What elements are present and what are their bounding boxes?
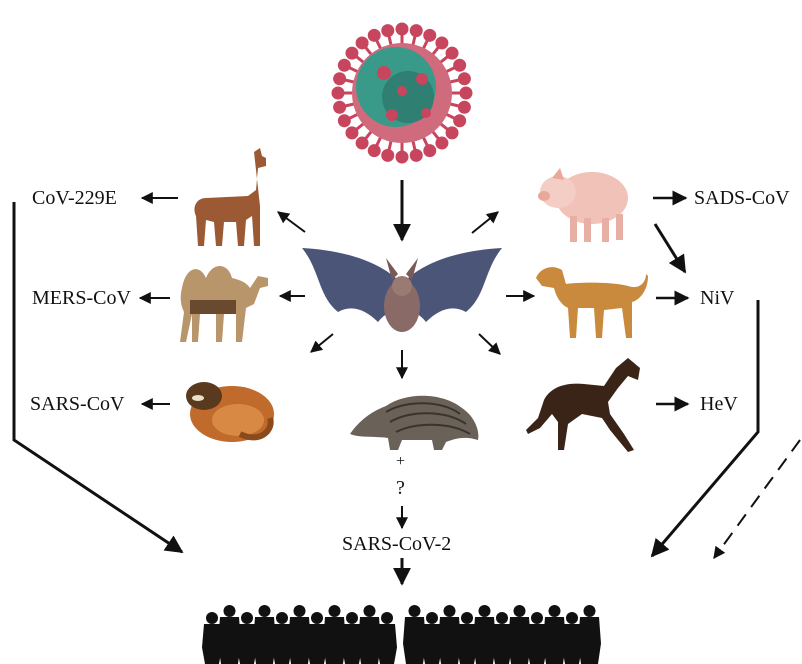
bat-icon [300,240,504,344]
arrow-bat-to-alpaca [278,212,305,232]
label-cov-229e: CoV-229E [32,188,117,208]
label-mers-cov: MERS-CoV [32,288,131,308]
pig-icon [536,156,632,246]
arrow-right-path-to-humans [652,300,758,556]
civet-icon [180,374,278,446]
horse-icon [524,354,646,456]
arrow-left-path-to-humans [14,202,182,552]
camel-icon [176,258,276,344]
arrow-bat-to-pig [472,212,498,233]
alpaca-icon [186,146,276,250]
arrow-pig-to-niv [655,224,685,272]
coronavirus-icon [322,18,482,168]
pangolin-icon [346,382,482,452]
dog-icon [532,260,648,340]
label-sads-cov: SADS-CoV [694,188,790,208]
label-niv: NiV [700,288,734,308]
label-hev: HeV [700,394,738,414]
human-crowd-icon [198,586,602,664]
label-question: ? [396,478,405,498]
label-sars-cov-2: SARS-CoV-2 [342,534,451,554]
label-sars-cov: SARS-CoV [30,394,124,414]
arrow-dashed-to-humans [714,440,800,558]
label-plus: + [396,454,405,470]
